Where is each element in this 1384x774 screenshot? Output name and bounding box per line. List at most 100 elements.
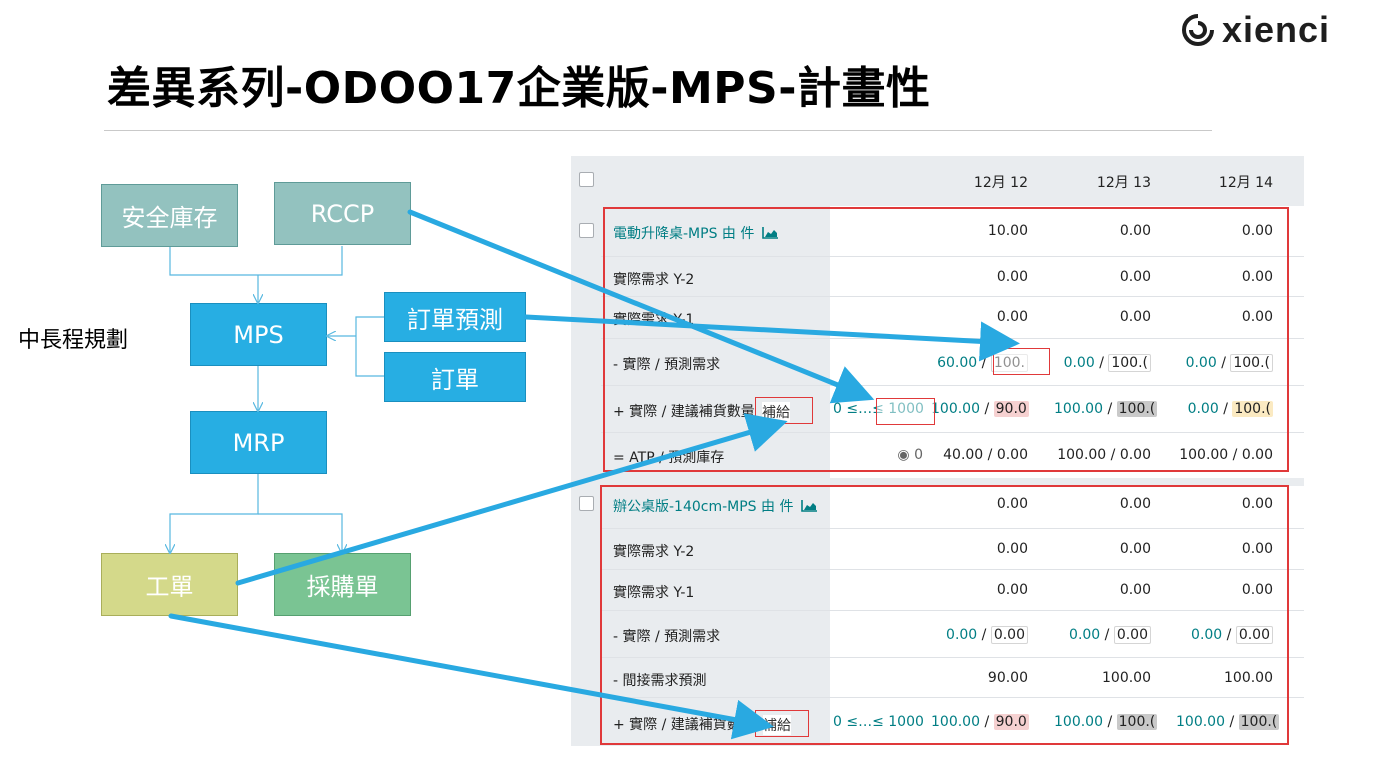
safety-stock-box: 安全庫存 <box>101 184 238 247</box>
highlight-arrows <box>168 209 1020 740</box>
replenish-input[interactable]: 100.( <box>1116 714 1158 730</box>
value-cell: 0.00 <box>996 269 1028 285</box>
work-order-box: 工單 <box>101 553 238 616</box>
value-cell: 0.00 <box>1119 541 1151 557</box>
product-checkbox[interactable] <box>579 223 594 238</box>
brand-logo: xienci <box>1180 9 1331 50</box>
forecast-cell: 0.00 <box>1241 223 1273 239</box>
value-cell: 0.00 <box>1241 269 1273 285</box>
forecast-input[interactable]: 0.00 <box>1113 626 1151 644</box>
demand-cell[interactable]: 0.00 / 0.00 <box>1054 626 1151 644</box>
xienci-logo-icon <box>1182 14 1214 46</box>
purchase-order-box: 採購單 <box>274 553 411 616</box>
row-divider <box>601 657 1304 658</box>
order-forecast-box: 訂單預測 <box>384 292 526 342</box>
supply-cell[interactable]: 100.00 / 90.0 <box>931 401 1029 417</box>
supply-cell[interactable]: 100.00 / 100.( <box>1054 714 1158 730</box>
value-cell: 0.00 <box>1119 582 1151 598</box>
atp-cell: 100.00 / 0.00 <box>1057 447 1151 463</box>
product-separator <box>571 478 1304 486</box>
forecast-cell: 0.00 <box>1119 223 1151 239</box>
row-divider <box>601 528 1304 529</box>
demand-cell[interactable]: 0.00 / 100.( <box>1176 354 1273 372</box>
product-checkbox[interactable] <box>579 496 594 511</box>
flow-connectors <box>170 246 384 552</box>
row-label: + 實際 / 建議補貨數量 <box>613 717 755 733</box>
chart-area-icon[interactable] <box>801 500 818 512</box>
forecast-input[interactable]: 0.00 <box>990 626 1028 644</box>
mps-box: MPS <box>190 303 327 366</box>
replenish-input[interactable]: 100.( <box>1232 401 1273 417</box>
rccp-box: RCCP <box>274 182 411 245</box>
forecast-cell: 0.00 <box>996 496 1028 512</box>
value-cell: 0.00 <box>1241 309 1273 325</box>
date-header-2: 12月 13 <box>1096 175 1151 191</box>
demand-cell[interactable]: 0.00 / 0.00 <box>931 626 1028 644</box>
row-divider <box>601 385 1304 386</box>
demand-cell[interactable]: 0.00 / 100.( <box>1054 354 1151 372</box>
highlight-frame-product-1 <box>603 207 1289 472</box>
row-label: + 實際 / 建議補貨數量 <box>613 404 755 420</box>
row-divider <box>601 697 1304 698</box>
row-label: - 實際 / 預測需求 <box>613 629 721 645</box>
forecast-cell: 0.00 <box>1241 496 1273 512</box>
row-label: 實際需求 Y-2 <box>613 272 695 288</box>
supply-cell[interactable]: 0.00 / 100.( <box>1187 401 1273 417</box>
indirect-cell: 100.00 <box>1102 670 1151 686</box>
product-name-link[interactable]: 辦公桌版-140cm-MPS 由 件 <box>613 496 818 516</box>
row-divider <box>601 432 1304 433</box>
forecast-input[interactable]: 0.00 <box>1235 626 1273 644</box>
date-header-3: 12月 14 <box>1218 175 1273 191</box>
highlight-frame-product-2 <box>600 485 1289 745</box>
product-name: 電動升降桌-MPS 由 件 <box>613 226 755 242</box>
side-label: 中長程規劃 <box>18 328 129 353</box>
date-header-1: 12月 12 <box>973 175 1028 191</box>
highlight-supply-range <box>876 398 935 425</box>
atp-cell: 100.00 / 0.00 <box>1179 447 1273 463</box>
atp-indicator: ◉ 0 <box>897 447 923 463</box>
select-all-checkbox[interactable] <box>579 172 594 187</box>
demand-cell[interactable]: 0.00 / 0.00 <box>1176 626 1273 644</box>
row-label: 實際需求 Y-2 <box>613 544 695 560</box>
target-icon: ◉ <box>897 447 910 463</box>
row-divider <box>601 610 1304 611</box>
row-divider <box>601 569 1304 570</box>
atp-cell: 40.00 / 0.00 <box>943 447 1028 463</box>
row-label: - 間接需求預測 <box>613 673 707 689</box>
supply-cell[interactable]: 100.00 / 100.( <box>1054 401 1158 417</box>
value-cell: 0.00 <box>1119 269 1151 285</box>
brand-name: xienci <box>1222 9 1331 50</box>
forecast-input[interactable]: 100.( <box>1230 354 1273 372</box>
forecast-cell: 0.00 <box>1119 496 1151 512</box>
chart-area-icon[interactable] <box>762 227 779 239</box>
row-divider <box>601 256 1304 257</box>
indirect-cell: 90.00 <box>987 670 1028 686</box>
supply-cell[interactable]: 100.00 / 90.0 <box>931 714 1029 730</box>
row-label: - 實際 / 預測需求 <box>613 357 721 373</box>
title-divider <box>104 130 1212 131</box>
replenish-input[interactable]: 100.( <box>1116 401 1158 417</box>
value-cell: 0.00 <box>1241 541 1273 557</box>
mps-table: 12月 12 12月 13 12月 14 電動升降桌-MPS 由 件 10.00… <box>571 156 1304 746</box>
mrp-box: MRP <box>190 411 327 474</box>
value-cell: 0.00 <box>1241 582 1273 598</box>
row-label: 實際需求 Y-1 <box>613 585 695 601</box>
indirect-cell: 100.00 <box>1224 670 1273 686</box>
forecast-input[interactable]: 100.( <box>1108 354 1151 372</box>
replenish-input[interactable]: 90.0 <box>993 401 1029 417</box>
value-cell: 0.00 <box>996 541 1028 557</box>
value-cell: 0.00 <box>1119 309 1151 325</box>
row-divider <box>601 296 1304 297</box>
replenish-input[interactable]: 100.( <box>1238 714 1280 730</box>
value-cell: 0.00 <box>996 309 1028 325</box>
product-name-link[interactable]: 電動升降桌-MPS 由 件 <box>613 223 779 243</box>
replenish-input[interactable]: 90.0 <box>993 714 1029 730</box>
forecast-cell: 10.00 <box>987 223 1028 239</box>
supply-cell[interactable]: 100.00 / 100.( <box>1176 714 1280 730</box>
order-box: 訂單 <box>384 352 526 402</box>
mps-table-header <box>571 156 1304 206</box>
supply-range[interactable]: 0 ≤…≤ 1000 <box>833 714 924 730</box>
slide-title: 差異系列-ODOO17企業版-MPS-計畫性 <box>107 63 931 114</box>
product-name: 辦公桌版-140cm-MPS 由 件 <box>613 499 794 515</box>
